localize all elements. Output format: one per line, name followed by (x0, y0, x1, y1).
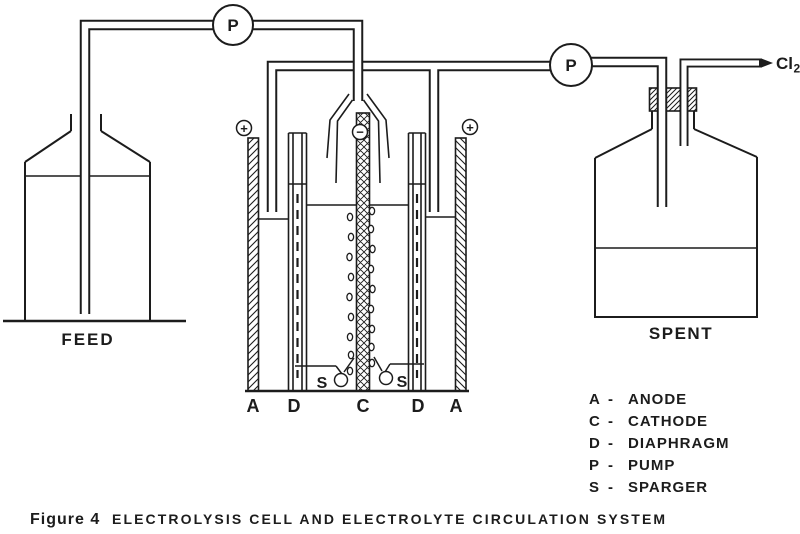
label-cathode: C (357, 396, 370, 416)
plus-icon: + (461, 118, 479, 136)
minus-circle (351, 123, 369, 141)
bubbles (346, 206, 376, 376)
electrode-labels: A D C D A (247, 396, 463, 416)
plus-circle (235, 119, 253, 137)
cathode (355, 112, 371, 392)
pipe-bore (248, 21, 362, 105)
piping (79, 19, 762, 318)
pump-icon (212, 4, 254, 46)
feed-tank (3, 114, 186, 323)
chlorine-symbol: Cl (776, 54, 793, 73)
spent-tank-neck (651, 111, 695, 129)
electrolysis-cell: + + − (235, 93, 479, 416)
pipe-bore (81, 21, 238, 318)
pipe-anolyte-header (266, 60, 552, 212)
plus-circle (461, 118, 479, 136)
legend-row: P-PUMP (589, 457, 675, 474)
legend-row: D-DIAPHRAGM (589, 435, 730, 452)
anode-left (247, 137, 260, 392)
feed-tank-shoulders (24, 130, 151, 163)
pump-left-label: P (227, 16, 238, 35)
legend-row: S-SPARGER (589, 479, 708, 496)
pump-right: P (549, 43, 593, 87)
diaphragm-left (287, 132, 308, 391)
anode-plus-left: + (240, 121, 248, 136)
cathode-minus: − (356, 125, 364, 140)
feed-tank-label: FEED (61, 330, 114, 349)
sparger-left (295, 357, 355, 388)
caption: Figure 4 ELECTROLYSIS CELL AND ELECTROLY… (30, 511, 667, 528)
chlorine-label: Cl2 (776, 54, 800, 76)
caption-title: ELECTROLYSIS CELL AND ELECTROLYTE CIRCUL… (112, 511, 667, 527)
diaphragm-walls (407, 132, 427, 391)
pipe-feed-to-pump (79, 19, 236, 314)
caption-figure-label: Figure 4 (30, 511, 100, 528)
label-diaphragm-left: D (288, 396, 301, 416)
sparger-tube (295, 357, 355, 375)
pipe-bore (681, 60, 759, 149)
cathode-funnel (326, 93, 390, 184)
label-diaphragm-right: D (412, 396, 425, 416)
sparger-right-label: S (397, 374, 408, 391)
sparger-left-label: S (317, 375, 328, 392)
pipe-bore (268, 62, 550, 216)
feed-tank-neck (70, 114, 102, 131)
sparger-right (373, 356, 424, 386)
diaphragm-walls (287, 132, 308, 391)
diaphragm-right (407, 132, 427, 391)
minus-icon: − (351, 123, 369, 141)
anode-plus-right: + (466, 120, 474, 135)
feed-tank-walls (24, 162, 151, 320)
chlorine-subscript: 2 (794, 62, 800, 76)
funnel-line (362, 99, 381, 184)
legend-row: A-ANODE (589, 391, 687, 408)
spent-tank (594, 87, 758, 318)
flow-arrow-icon (762, 58, 773, 68)
cell-liquid-levels (258, 204, 456, 220)
spent-tank-label: SPENT (649, 324, 713, 343)
pump-icon (549, 43, 593, 87)
sparger-icon (378, 370, 394, 386)
spent-tank-shoulders (594, 128, 758, 159)
chlorine-outlet: Cl2 (762, 54, 800, 76)
plus-icon: + (235, 119, 253, 137)
sparger-tube (373, 356, 424, 373)
funnel-line (366, 93, 390, 159)
pipe-pump-to-spent (590, 56, 668, 207)
anode-right (454, 137, 467, 392)
label-anode-left: A (247, 396, 260, 416)
pump-right-label: P (565, 56, 576, 75)
funnel-line (326, 93, 350, 159)
stopper (648, 87, 698, 112)
label-anode-right: A (450, 396, 463, 416)
pump-left: P (212, 4, 254, 46)
legend-row: C-CATHODE (589, 413, 708, 430)
spent-tank-walls (594, 157, 758, 318)
sparger-icon (333, 372, 349, 388)
funnel-line (335, 99, 354, 184)
legend: A-ANODE C-CATHODE D-DIAPHRAGM P-PUMP S-S… (589, 391, 730, 496)
pipe-bore (588, 58, 666, 211)
